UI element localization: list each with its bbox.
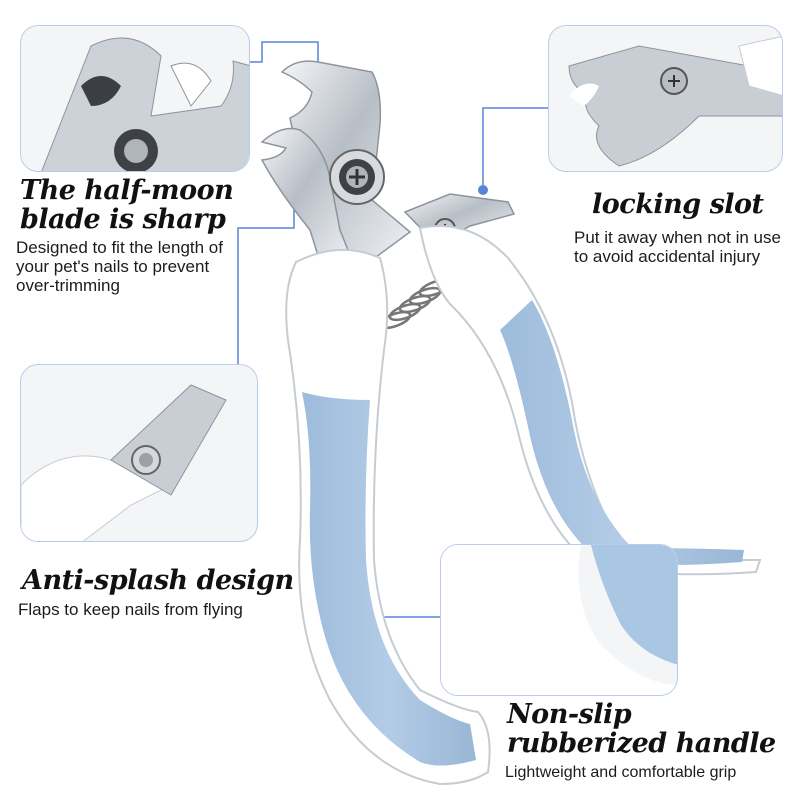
lower-blade: [260, 127, 354, 263]
left-handle-grip: [302, 392, 476, 766]
handle-heading: Non-slip rubberized handle: [507, 699, 776, 760]
inset-half-moon-blade: [20, 25, 250, 172]
handle-description: Lightweight and comfortable grip: [505, 764, 737, 781]
inset-non-slip-handle: [440, 544, 678, 696]
lock-heading: locking slot: [592, 189, 764, 220]
splash-description: Flaps to keep nails from flying: [18, 600, 243, 619]
blade-description: Designed to fit the length of your pet's…: [16, 238, 223, 296]
callout-line-lock: [482, 107, 548, 188]
inset-anti-splash: [20, 364, 258, 542]
blade-closeup-image: [41, 37, 249, 171]
inset-locking-slot: [548, 25, 783, 172]
splash-heading: Anti-splash design: [22, 565, 294, 596]
callout-dot-lock: [478, 185, 488, 195]
handle-closeup-image: [441, 545, 677, 695]
anti-splash-closeup-image: [21, 384, 227, 541]
right-handle-grip: [500, 300, 744, 565]
blade-heading: The half-moon blade is sharp: [20, 175, 234, 236]
right-handle: [418, 225, 762, 576]
lock-description: Put it away when not in use to avoid acc…: [574, 228, 781, 267]
locking-slot-closeup-image: [568, 35, 782, 167]
